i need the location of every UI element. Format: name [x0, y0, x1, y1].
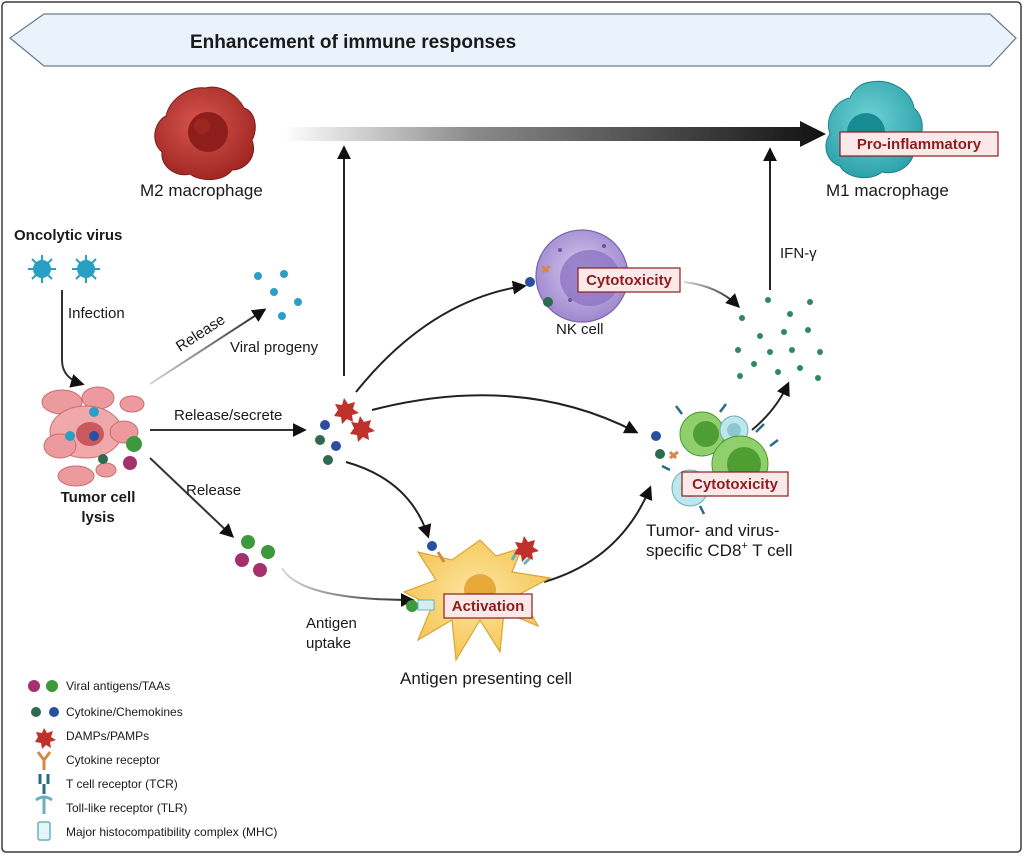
antigen-uptake-arrow: [281, 567, 415, 607]
legend: Viral antigens/TAAs Cytokine/Chemokines …: [28, 679, 277, 841]
infection-arrow: [61, 290, 85, 388]
tcell-label-line1: Tumor- and virus-: [646, 521, 780, 540]
tcell-label-line2: specific CD8+ T cell: [646, 540, 793, 560]
arrow-to-nk: [355, 280, 527, 393]
tcell-tag-box: [681, 471, 789, 497]
viral-antigen-icon: [28, 680, 58, 692]
arrow-to-apc: [345, 461, 432, 539]
release-progeny-arrow: [149, 308, 267, 385]
legend-item-2: DAMPs/PAMPs: [66, 729, 149, 743]
legend-item-5: Toll-like receptor (TLR): [66, 801, 187, 815]
tcr-icon: [38, 774, 50, 794]
apc-tag: Activation: [452, 598, 525, 615]
tumor-lysis-icon: [41, 386, 145, 487]
mhc-icon: [37, 821, 51, 841]
tlr-icon: [35, 795, 53, 814]
legend-item-6: Major histocompatibility complex (MHC): [66, 825, 277, 839]
cytokine-cluster-icon: [315, 398, 375, 465]
apc-tag-box: [443, 593, 533, 619]
m1-label: M1 macrophage: [826, 181, 949, 200]
lysis-label-line2: lysis: [81, 509, 114, 526]
antigen-cluster-icon: [235, 535, 275, 577]
damp-icon: [35, 728, 56, 749]
cytokine-icon: [31, 707, 59, 717]
release-antigen-arrow: [149, 457, 235, 538]
virus-label: Oncolytic virus: [14, 227, 122, 244]
nk-to-ifn-arrow: [683, 281, 740, 308]
m2-macrophage-icon: [154, 86, 256, 180]
oncolytic-virus-icon: [28, 255, 100, 283]
legend-item-3: Cytokine receptor: [66, 753, 160, 767]
tcell-to-ifn-arrow: [751, 381, 790, 431]
release-secrete-label: Release/secrete: [174, 407, 282, 424]
uptake-label-line1: Antigen: [306, 615, 357, 632]
header-banner: [9, 13, 1017, 67]
tcell-tag: Cytotoxicity: [692, 476, 779, 493]
polarization-arrow: [284, 121, 826, 147]
uptake-label-line2: uptake: [306, 635, 351, 652]
apc-label: Antigen presenting cell: [400, 669, 572, 688]
m2-label: M2 macrophage: [140, 181, 263, 200]
header-title: Enhancement of immune responses: [190, 32, 516, 53]
nk-tag: Cytotoxicity: [586, 272, 673, 289]
nk-label: NK cell: [556, 321, 604, 338]
ifn-label: IFN-γ: [780, 245, 817, 262]
m1-tag-box: [839, 131, 999, 157]
lysis-label-line1: Tumor cell: [61, 489, 136, 506]
legend-item-1: Cytokine/Chemokines: [66, 705, 183, 719]
m1-tag: Pro-inflammatory: [857, 136, 982, 153]
cytokine-receptor-icon: [36, 751, 52, 770]
infection-label: Infection: [68, 305, 125, 322]
arrow-to-tcell: [371, 394, 639, 434]
legend-item-4: T cell receptor (TCR): [66, 777, 178, 791]
legend-item-0: Viral antigens/TAAs: [66, 679, 170, 693]
viral-progeny-label: Viral progeny: [230, 339, 319, 356]
release-antigen-label: Release: [186, 482, 241, 499]
viral-progeny-icon: [254, 270, 302, 320]
apc-to-tcell-arrow: [543, 485, 653, 583]
nk-tag-box: [577, 267, 681, 293]
